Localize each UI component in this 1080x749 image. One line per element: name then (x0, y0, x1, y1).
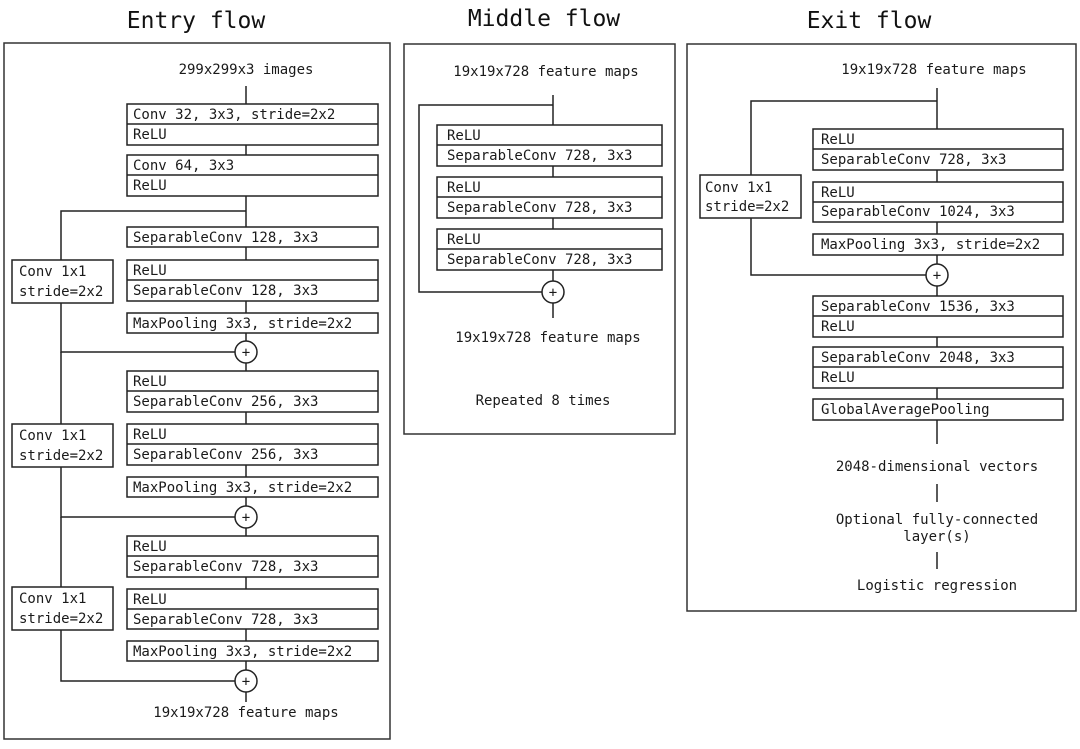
middle-add-symbol: + (549, 285, 557, 301)
entry-add-symbol: + (242, 674, 250, 690)
exit-sepconv-label: SeparableConv 2048, 3x3 (821, 350, 1015, 366)
entry-add-symbol: + (242, 510, 250, 526)
middle-sepconv-label: SeparableConv 728, 3x3 (447, 200, 632, 216)
entry-relu-label: ReLU (133, 374, 167, 390)
entry-sepconv-label: SeparableConv 256, 3x3 (133, 394, 318, 410)
exit-block-gap: GlobalAveragePooling (812, 398, 1064, 421)
entry-block-conv32: Conv 32, 3x3, stride=2x2 ReLU (126, 103, 379, 146)
exit-output-label: Logistic regression (857, 578, 1017, 594)
entry-sepconv-label: SeparableConv 128, 3x3 (133, 283, 318, 299)
entry-skip-conv-label: Conv 1x1 (19, 428, 86, 444)
entry-relu-label: ReLU (133, 539, 167, 555)
entry-module-256: Conv 1x1 stride=2x2 ReLU SeparableConv 2… (11, 370, 379, 529)
entry-flow-title: Entry flow (127, 8, 266, 34)
middle-input-label: 19x19x728 feature maps (453, 64, 638, 80)
middle-unit: ReLU SeparableConv 728, 3x3 (436, 176, 663, 219)
entry-add-node (234, 669, 258, 693)
exit-skip-conv-label: Conv 1x1 (705, 180, 772, 196)
entry-add-node (234, 340, 258, 364)
exit-block-sepconv728: ReLU SeparableConv 728, 3x3 (812, 128, 1064, 171)
exit-maxpool-label: MaxPooling 3x3, stride=2x2 (821, 237, 1040, 253)
entry-flow: Entry flow 299x299x3 images (3, 8, 391, 740)
entry-skip-conv-box (11, 423, 114, 468)
exit-vector-label: 2048-dimensional vectors (836, 459, 1038, 475)
exit-gap-label: GlobalAveragePooling (821, 402, 990, 418)
middle-sepconv-label: SeparableConv 728, 3x3 (447, 252, 632, 268)
exit-relu-label: ReLU (821, 370, 855, 386)
exit-block-sepconv1536: SeparableConv 1536, 3x3 ReLU (812, 295, 1064, 338)
entry-conv32-label: Conv 32, 3x3, stride=2x2 (133, 107, 335, 123)
middle-main-path (418, 95, 554, 318)
entry-relu-label: ReLU (133, 127, 167, 143)
entry-sepconv-label: SeparableConv 728, 3x3 (133, 612, 318, 628)
entry-output-label: 19x19x728 feature maps (153, 705, 338, 721)
entry-maxpool-label: MaxPooling 3x3, stride=2x2 (133, 480, 352, 496)
entry-sepconv-label: SeparableConv 256, 3x3 (133, 447, 318, 463)
exit-relu-label: ReLU (821, 185, 855, 201)
entry-add-node (234, 505, 258, 529)
middle-relu-label: ReLU (447, 232, 481, 248)
entry-sepconv-label: SeparableConv 128, 3x3 (133, 230, 318, 246)
exit-fc-label-line1: Optional fully-connected (836, 512, 1038, 528)
entry-module-728: Conv 1x1 stride=2x2 ReLU SeparableConv 7… (11, 535, 379, 693)
entry-skip-stride-label: stride=2x2 (19, 611, 103, 627)
entry-maxpool-label: MaxPooling 3x3, stride=2x2 (133, 644, 352, 660)
exit-sepconv-label: SeparableConv 728, 3x3 (821, 152, 1006, 168)
middle-unit: ReLU SeparableConv 728, 3x3 (436, 124, 663, 167)
middle-relu-label: ReLU (447, 180, 481, 196)
entry-conv64-label: Conv 64, 3x3 (133, 158, 234, 174)
entry-sepconv-label: SeparableConv 728, 3x3 (133, 559, 318, 575)
exit-add-symbol: + (933, 268, 941, 284)
middle-flow: Middle flow 19x19x728 feature maps ReLU … (403, 6, 676, 435)
entry-module-128: Conv 1x1 stride=2x2 SeparableConv 128, 3… (11, 226, 379, 364)
middle-flow-title: Middle flow (468, 6, 620, 32)
exit-add-node (925, 263, 949, 287)
entry-skip-stride-label: stride=2x2 (19, 284, 103, 300)
exit-skip-conv: Conv 1x1 stride=2x2 (699, 174, 802, 219)
exit-relu-label: ReLU (821, 132, 855, 148)
middle-output-label: 19x19x728 feature maps (455, 330, 640, 346)
entry-skip-conv-label: Conv 1x1 (19, 591, 86, 607)
middle-sepconv-label: SeparableConv 728, 3x3 (447, 148, 632, 164)
exit-skip-stride-label: stride=2x2 (705, 199, 789, 215)
entry-skip-conv-box (11, 586, 114, 631)
entry-relu-label: ReLU (133, 427, 167, 443)
middle-relu-label: ReLU (447, 128, 481, 144)
entry-relu-label: ReLU (133, 592, 167, 608)
entry-skip-conv-label: Conv 1x1 (19, 264, 86, 280)
entry-maxpool-label: MaxPooling 3x3, stride=2x2 (133, 316, 352, 332)
exit-sepconv-label: SeparableConv 1024, 3x3 (821, 204, 1015, 220)
exit-sepconv-label: SeparableConv 1536, 3x3 (821, 299, 1015, 315)
exit-fc-label-line2: layer(s) (903, 529, 970, 545)
entry-add-symbol: + (242, 345, 250, 361)
exit-block-sepconv2048: SeparableConv 2048, 3x3 ReLU (812, 346, 1064, 389)
entry-skip-conv-box (11, 259, 114, 304)
middle-repeat-label: Repeated 8 times (476, 393, 611, 409)
middle-unit: ReLU SeparableConv 728, 3x3 (436, 228, 663, 271)
exit-flow-title: Exit flow (807, 8, 932, 34)
entry-skip-stride-label: stride=2x2 (19, 448, 103, 464)
middle-add-node (541, 280, 565, 304)
entry-input-label: 299x299x3 images (179, 62, 314, 78)
entry-relu-label: ReLU (133, 263, 167, 279)
entry-block-conv64: Conv 64, 3x3 ReLU (126, 154, 379, 197)
exit-relu-label: ReLU (821, 319, 855, 335)
exit-block-maxpool: MaxPooling 3x3, stride=2x2 (812, 233, 1064, 256)
exit-input-label: 19x19x728 feature maps (841, 62, 1026, 78)
exit-block-sepconv1024: ReLU SeparableConv 1024, 3x3 (812, 181, 1064, 223)
exit-flow: Exit flow 19x19x728 feature maps Conv 1x… (686, 8, 1077, 612)
entry-relu-label: ReLU (133, 178, 167, 194)
